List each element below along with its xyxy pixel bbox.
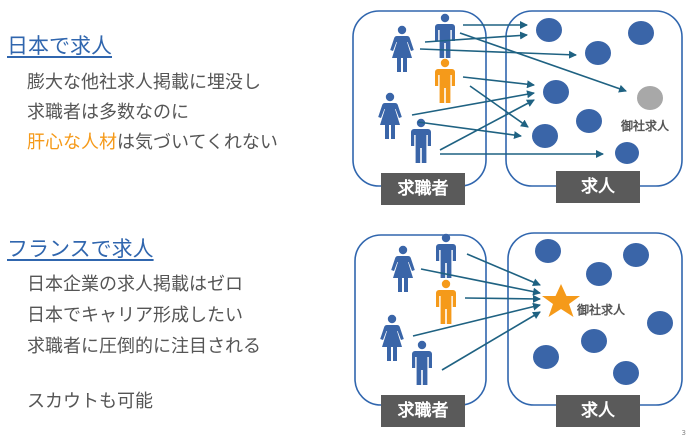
person-icon: [436, 233, 456, 278]
arrow: [412, 302, 541, 337]
job-dot: [535, 239, 561, 263]
highlighted-person-icon: [435, 58, 455, 103]
jobseeker-label: 求職者: [381, 395, 465, 427]
jobseeker-label: 求職者: [381, 173, 465, 205]
job-dot: [615, 142, 639, 164]
job-dot: [623, 243, 649, 267]
japan-line-1: 膨大な他社求人掲載に埋没し: [27, 72, 261, 93]
france-heading: フランスで求人: [7, 237, 154, 261]
france-line-1: 日本企業の求人掲載はゼロ: [27, 274, 243, 295]
person-icon: [391, 245, 415, 292]
job-dot: [628, 21, 654, 45]
job-dot: [586, 262, 612, 286]
arrow: [464, 294, 541, 303]
japan-line-2: 求職者は多数なのに: [27, 102, 189, 123]
person-icon: [390, 25, 414, 72]
jobs-label: 求人: [556, 395, 640, 427]
arrow: [417, 121, 522, 140]
company-job-label: 御社求人: [577, 303, 626, 317]
person-icon: [435, 13, 455, 58]
person-icon: [411, 118, 431, 163]
job-dot: [532, 124, 558, 148]
arrow: [459, 32, 627, 93]
company-star-icon: [542, 284, 580, 317]
arrow: [441, 311, 541, 371]
highlight-text: 肝心な人材: [27, 132, 117, 153]
france-line-4: スカウトも可能: [27, 391, 153, 412]
arrow: [420, 268, 541, 296]
france-line-3: 求職者に圧倒的に注目される: [27, 336, 261, 357]
job-dot: [576, 109, 602, 133]
france-diagram: [354, 232, 683, 406]
job-dot: [581, 329, 607, 353]
job-dot: [533, 345, 559, 369]
arrow: [439, 99, 535, 151]
company-job-label: 御社求人: [621, 119, 670, 133]
person-icon: [380, 314, 404, 361]
job-dot: [647, 311, 673, 335]
job-dot: [585, 41, 611, 65]
arrow: [466, 253, 541, 286]
job-dot: [613, 361, 639, 385]
job-dot: [543, 80, 569, 104]
arrow: [462, 76, 535, 89]
page-number: 3: [681, 429, 686, 437]
person-icon: [412, 340, 432, 385]
japan-line-3-rest: は気づいてくれない: [117, 132, 278, 153]
japan-line-3: 肝心な人材は気づいてくれない: [27, 128, 278, 154]
france-line-2: 日本でキャリア形成したい: [27, 305, 243, 326]
job-dot: [536, 18, 562, 42]
arrow: [469, 85, 529, 128]
arrow: [419, 48, 577, 59]
company-job-dot: [637, 86, 663, 110]
japan-diagram: [352, 10, 683, 187]
arrow: [411, 90, 535, 116]
highlighted-person-icon: [436, 279, 456, 324]
japan-heading: 日本で求人: [7, 34, 112, 58]
person-icon: [378, 92, 402, 139]
jobs-label: 求人: [556, 171, 640, 203]
